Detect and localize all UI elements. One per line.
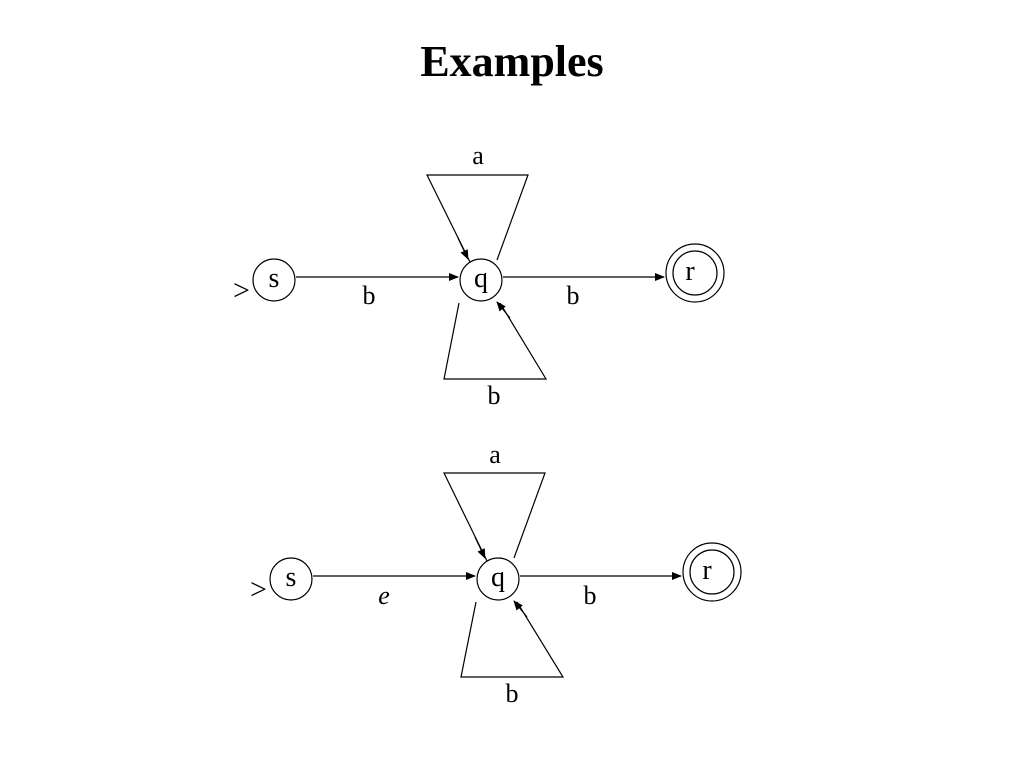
state-r-2: r — [682, 542, 742, 602]
loop-top-2-arrow — [474, 536, 486, 559]
state-q-2-label: q — [491, 562, 505, 593]
state-q-2-circle — [476, 557, 520, 601]
state-q-2: q — [476, 557, 520, 601]
automaton-1: > s q r b b a b — [233, 141, 725, 410]
state-s-1-label: s — [269, 263, 280, 294]
automaton-2: > s q r e b a b — [250, 440, 742, 708]
loop-top-1 — [426, 174, 529, 263]
loop-bottom-2-arrow — [513, 600, 528, 618]
state-q-1-label: q — [474, 263, 488, 294]
state-s-1: s — [252, 258, 296, 302]
loop-bottom-1-arrow — [496, 301, 511, 319]
edge-s-q-2-label: e — [378, 581, 390, 610]
state-q-1: q — [459, 258, 503, 302]
state-r-1-inner-circle — [672, 250, 718, 296]
start-marker-2: > — [250, 573, 267, 606]
loop-bottom-1 — [443, 302, 548, 380]
state-r-1-outer-circle — [665, 243, 725, 303]
start-marker-1: > — [233, 274, 250, 307]
state-r-2-inner-circle — [689, 549, 735, 595]
loop-top-2 — [443, 472, 546, 562]
state-r-2-outer-circle — [682, 542, 742, 602]
state-r-1: r — [665, 243, 725, 303]
edge-q-r-1-label: b — [567, 281, 580, 310]
loop-bottom-1-label: b — [488, 381, 501, 410]
edge-s-q-1-label: b — [363, 281, 376, 310]
edge-q-r-2-label: b — [584, 581, 597, 610]
state-s-2-label: s — [286, 562, 297, 593]
state-s-2-circle — [269, 557, 313, 601]
state-q-1-circle — [459, 258, 503, 302]
loop-bottom-2 — [460, 601, 565, 678]
loop-bottom-2-label: b — [506, 679, 519, 708]
state-r-2-label: r — [702, 555, 712, 586]
state-s-1-circle — [252, 258, 296, 302]
loop-top-1-label: a — [472, 141, 484, 170]
loop-top-2-label: a — [489, 440, 501, 469]
state-r-1-label: r — [685, 256, 695, 287]
page-title: Examples — [420, 37, 604, 86]
loop-top-1-arrow — [457, 237, 469, 260]
state-s-2: s — [269, 557, 313, 601]
